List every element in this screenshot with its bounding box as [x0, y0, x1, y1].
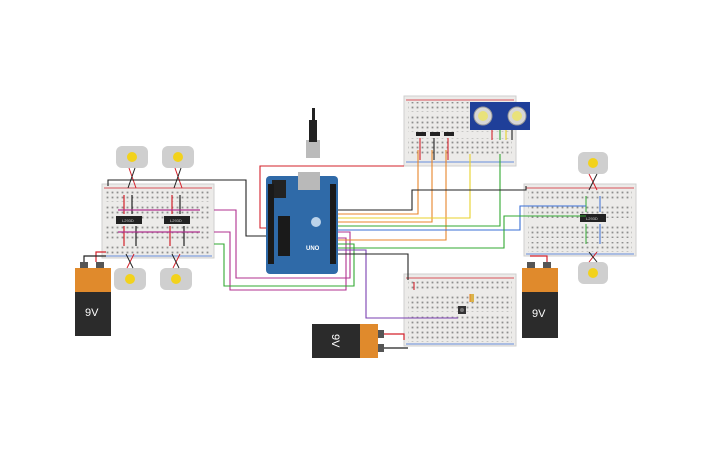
chip-label: L293D: [170, 218, 182, 223]
battery-label: 9V: [329, 334, 341, 348]
motor-driver-chip-left-2[interactable]: L293D: [164, 216, 190, 224]
resistor-bottom: [470, 294, 474, 302]
chip-label: L293D: [586, 216, 598, 221]
battery-label: 9V: [85, 307, 99, 319]
motor-driver-chip-left-1[interactable]: L293D: [116, 216, 142, 224]
usb-cable[interactable]: [306, 108, 320, 158]
pushbutton[interactable]: [458, 306, 466, 314]
dc-motor-left-bottom-1[interactable]: [114, 268, 146, 290]
motor-leads-right: [585, 173, 601, 263]
arduino-uno[interactable]: UNO: [266, 172, 338, 274]
battery-left-wire: [95, 251, 106, 262]
battery-left[interactable]: 9V: [75, 262, 111, 336]
battery-right[interactable]: 9V: [522, 262, 558, 338]
dc-motor-left-bottom-2[interactable]: [160, 268, 192, 290]
ultrasonic-sensor[interactable]: [470, 102, 530, 130]
battery-right-wire: [530, 255, 548, 262]
dc-motor-right-top[interactable]: [578, 152, 608, 174]
wires: [107, 130, 586, 319]
dc-motor-right-bottom[interactable]: [578, 262, 608, 284]
left-board-jumpers: [118, 195, 200, 246]
battery-bottom-wire: [384, 333, 405, 340]
motor-driver-chip-right[interactable]: L293D: [580, 214, 606, 222]
chip-label: L293D: [122, 218, 134, 223]
dc-motor-left-top-2[interactable]: [162, 146, 194, 168]
battery-label: 9V: [532, 308, 546, 320]
arduino-label: UNO: [306, 246, 320, 252]
battery-left-wire-neg: [83, 255, 106, 262]
dc-motor-left-top-1[interactable]: [116, 146, 148, 168]
resistors-top: [416, 132, 454, 136]
battery-bottom[interactable]: 9V: [312, 324, 384, 358]
motor-leads-left: [125, 167, 183, 269]
